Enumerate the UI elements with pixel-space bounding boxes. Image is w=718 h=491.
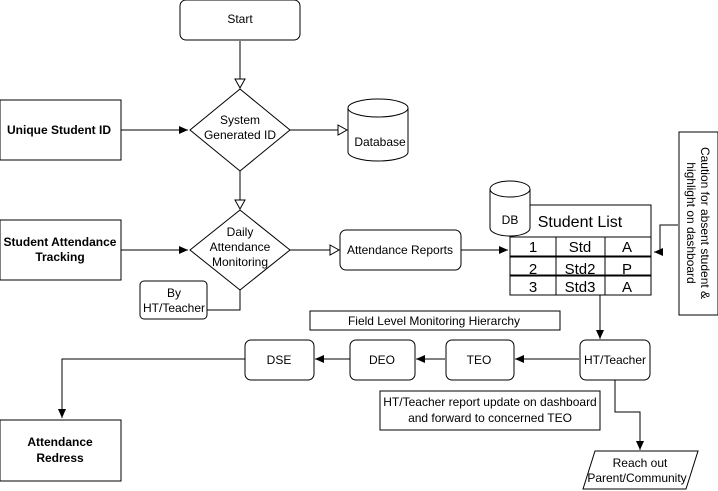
row-1-status: A	[622, 239, 632, 256]
teo-label: TEO	[467, 353, 492, 367]
row-1-no: 1	[529, 239, 537, 256]
edge-byteacher-to-daily	[207, 290, 241, 311]
edge-caution-to-list	[654, 224, 678, 256]
reach-out-label-2: Parent/Community	[587, 471, 686, 485]
database-label: Database	[354, 135, 406, 149]
row-2-name: Std2	[565, 261, 596, 278]
daily-label-1: Daily	[227, 225, 254, 239]
caution-label-2: highlight on dashboard	[684, 162, 698, 283]
system-generated-id-decision: System Generated ID	[189, 88, 291, 172]
student-list-title: Student List	[538, 214, 623, 231]
edge-ht-to-reachout	[614, 380, 644, 450]
table-row: 3 Std3 A	[509, 275, 652, 296]
unique-student-id-label: Unique Student ID	[7, 123, 111, 137]
attendance-reports-label: Attendance Reports	[347, 243, 453, 257]
edge-dse-to-redress	[58, 358, 245, 418]
row-3-status: A	[622, 279, 632, 296]
daily-label-3: Monitoring	[212, 255, 268, 269]
row-2-status: P	[622, 261, 632, 278]
db-label: DB	[502, 213, 519, 227]
row-3-name: Std3	[565, 279, 596, 296]
deo-box: DEO	[349, 339, 416, 381]
redress-label-2: Redress	[36, 451, 84, 465]
table-row: 1 Std A	[509, 236, 652, 257]
dse-box: DSE	[244, 339, 315, 381]
database-cylinder: Database	[347, 98, 409, 162]
attendance-reports-box: Attendance Reports	[339, 229, 462, 271]
reach-out-parallelogram: Reach out Parent/Community	[582, 450, 699, 490]
caution-label-1: Caution for absent student &	[698, 147, 712, 299]
start-label: Start	[227, 12, 253, 26]
by-teacher-label-1: By	[167, 286, 181, 300]
report-update-label-1: HT/Teacher report update on dashboard	[383, 395, 596, 409]
ht-teacher-label: HT/Teacher	[584, 353, 646, 367]
start-node: Start	[179, 0, 301, 41]
daily-label-2: Attendance	[210, 240, 271, 254]
report-update-label-2: and forward to concerned TEO	[408, 411, 572, 425]
tracking-label-2: Tracking	[35, 250, 84, 264]
system-generated-label-2: Generated ID	[204, 128, 276, 142]
deo-label: DEO	[369, 353, 395, 367]
field-level-hierarchy-label: Field Level Monitoring Hierarchy	[348, 314, 520, 328]
row-3-no: 3	[529, 279, 537, 296]
db-cylinder: DB	[489, 180, 531, 237]
dse-label: DSE	[267, 353, 292, 367]
row-2-no: 2	[529, 261, 537, 278]
student-list-table: Student List 1 Std A 2 Std2 P 3 Std3 A	[509, 204, 652, 296]
teo-box: TEO	[445, 339, 515, 381]
report-update-note: HT/Teacher report update on dashboard an…	[379, 390, 601, 431]
redress-label-1: Attendance	[27, 435, 93, 449]
tracking-label-1: Student Attendance	[4, 235, 117, 249]
reach-out-label-1: Reach out	[613, 456, 668, 470]
table-row: 2 Std2 P	[509, 256, 652, 278]
daily-attendance-monitoring-decision: Daily Attendance Monitoring	[189, 209, 291, 291]
by-teacher-box: By HT/Teacher	[139, 280, 208, 320]
unique-student-id-box: Unique Student ID	[0, 99, 122, 161]
ht-teacher-box: HT/Teacher	[579, 339, 651, 381]
row-1-name: Std	[569, 239, 592, 256]
student-attendance-tracking-box: Student Attendance Tracking	[0, 219, 122, 281]
connectors	[58, 41, 678, 450]
system-generated-label-1: System	[220, 113, 260, 127]
field-level-hierarchy-label-box: Field Level Monitoring Hierarchy	[309, 310, 561, 331]
by-teacher-label-2: HT/Teacher	[143, 301, 205, 315]
attendance-redress-box: Attendance Redress	[0, 419, 122, 482]
caution-box: Caution for absent student & highlight o…	[678, 131, 718, 316]
